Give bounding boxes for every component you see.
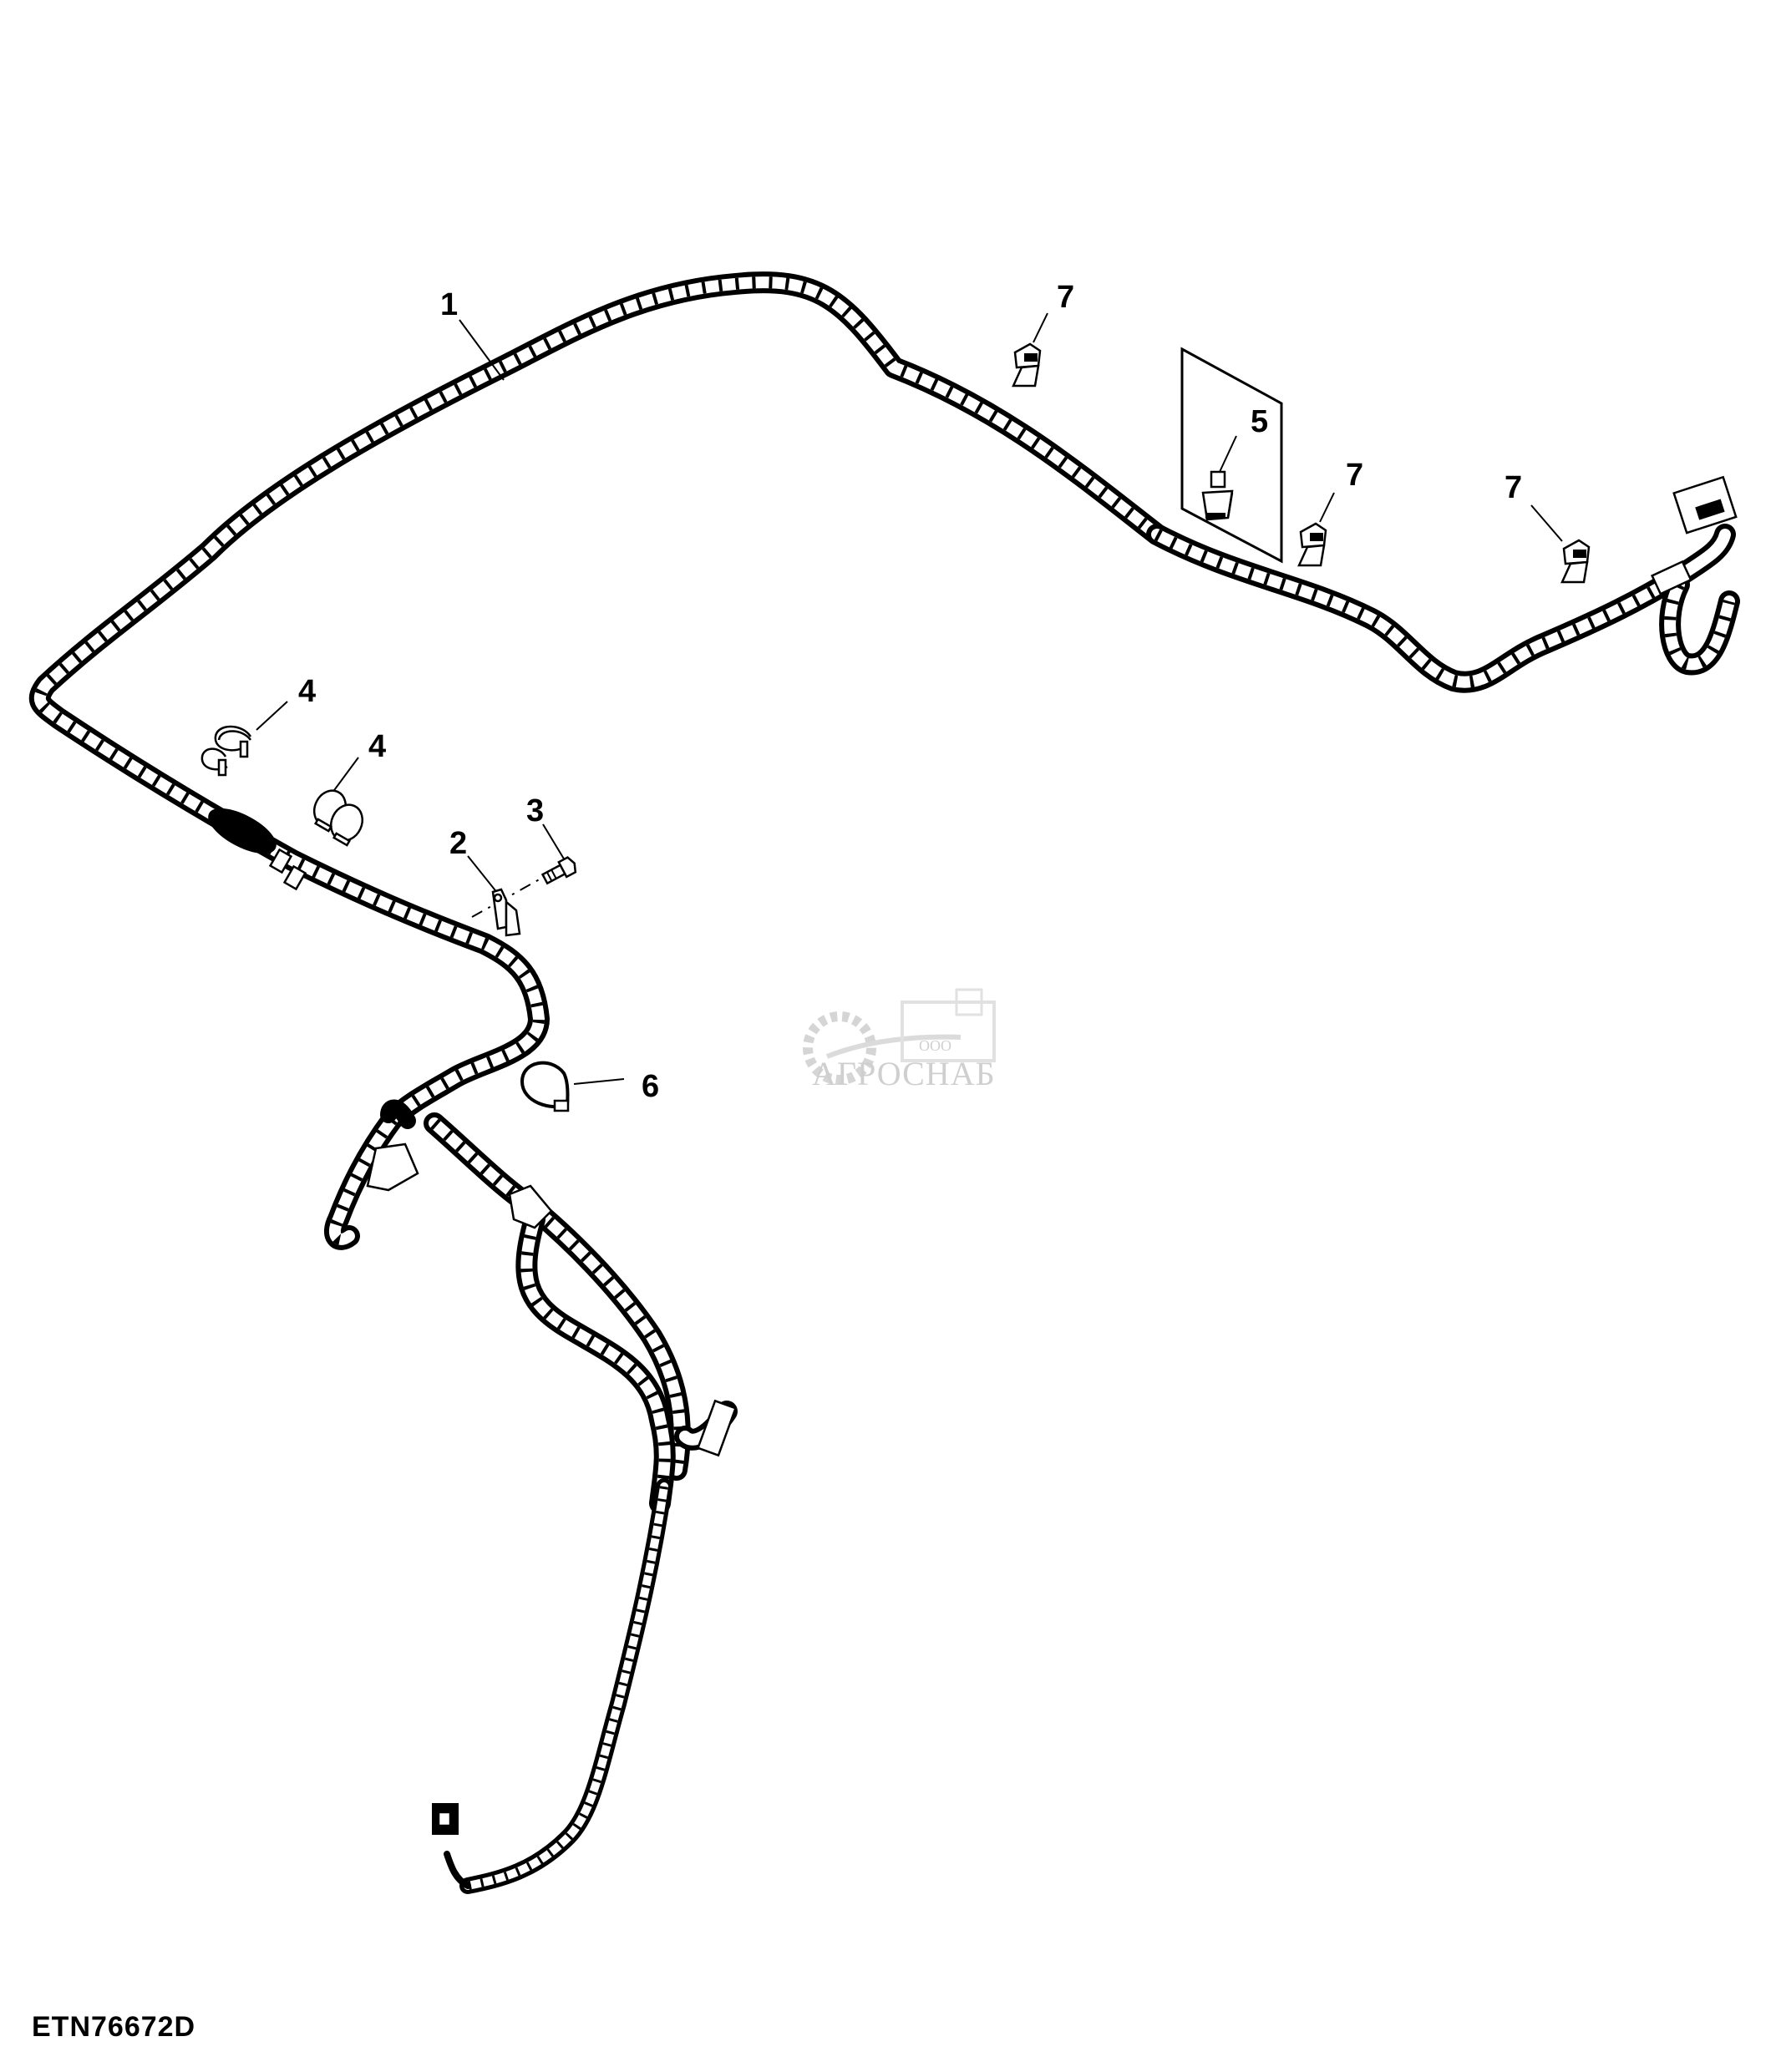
leader-4a <box>256 701 288 731</box>
callout-3: 3 <box>526 793 544 828</box>
leader-6 <box>573 1078 625 1085</box>
screw-axis-line <box>471 872 552 918</box>
watermark-logo: ООО АГРОСНАБ <box>794 985 1011 1111</box>
leader-2 <box>467 855 499 894</box>
clamp-bracket[interactable] <box>491 888 521 937</box>
cable-strap[interactable] <box>520 1061 570 1112</box>
bottom-connector <box>432 1803 471 1889</box>
figure-id: ETN76672D <box>32 2011 196 2043</box>
callout-4a: 4 <box>298 674 316 709</box>
leader-5 <box>1219 435 1237 473</box>
harness-branch-outer <box>424 1112 691 1481</box>
branch-split-clip <box>508 1184 553 1229</box>
leader-7b <box>1319 492 1335 523</box>
callout-7c: 7 <box>1505 470 1522 505</box>
leader-7c <box>1530 504 1563 542</box>
leader-3 <box>542 823 566 861</box>
harness-clip-c[interactable] <box>1560 539 1591 584</box>
callout-2: 2 <box>449 826 467 861</box>
callout-5: 5 <box>1251 404 1268 439</box>
clip-kit[interactable] <box>1180 347 1283 564</box>
gear-combine-icon <box>803 988 996 1085</box>
harness-right-run-fill <box>1151 529 1685 688</box>
branch-connector <box>696 1399 738 1457</box>
callout-7b: 7 <box>1346 458 1363 493</box>
callout-1: 1 <box>440 287 458 322</box>
watermark-company-name: АГРОСНАБ <box>812 1055 996 1092</box>
callout-7a: 7 <box>1057 280 1074 315</box>
harness-clip-b[interactable] <box>1297 522 1327 567</box>
harness-bottom-branch <box>459 1478 672 1894</box>
harness-clip-a[interactable] <box>1012 342 1042 388</box>
harness-grommet <box>208 808 277 854</box>
harness-main-run-ribs <box>33 276 1161 1124</box>
cap-screw[interactable] <box>540 856 579 886</box>
leader-7a <box>1033 312 1048 343</box>
callout-6: 6 <box>642 1069 659 1104</box>
watermark-prefix: ООО <box>919 1037 951 1054</box>
harness-tab <box>268 848 293 874</box>
harness-clip-pair-a[interactable] <box>200 725 252 777</box>
callout-4b: 4 <box>368 729 386 764</box>
main-wiring-harness[interactable] <box>28 271 1740 1894</box>
right-end-connector <box>1650 475 1740 676</box>
harness-tab <box>282 864 307 891</box>
leader-1 <box>459 319 505 381</box>
lower-junction <box>324 1099 419 1250</box>
harness-clip-pair-b[interactable] <box>308 785 368 847</box>
clip-kit-frame <box>1180 347 1283 564</box>
leader-4b <box>329 757 359 797</box>
